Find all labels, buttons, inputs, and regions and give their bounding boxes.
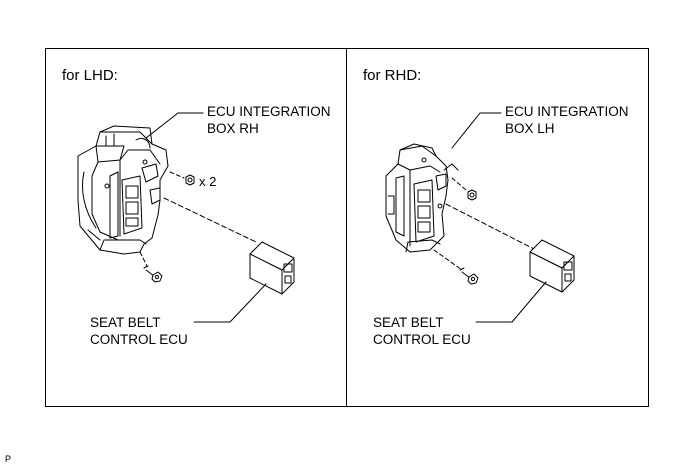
rhd-ecu-dashline [445, 203, 537, 251]
rhd-box-leader [451, 112, 502, 149]
rhd-ecu-label-line2: CONTROL ECU [373, 332, 471, 347]
lhd-box-label: ECU INTEGRATION BOX RH [207, 103, 331, 137]
diagram-frame [45, 48, 649, 407]
lhd-ecu-label-line2: CONTROL ECU [90, 332, 188, 347]
lhd-nut-dashline [169, 171, 185, 179]
lhd-seat-belt-ecu [249, 241, 295, 295]
rhd-box-label-line1: ECU INTEGRATION [505, 104, 629, 119]
lhd-ecu-label: SEAT BELT CONTROL ECU [90, 314, 188, 348]
lhd-bolt [143, 265, 163, 283]
lhd-ecu-label-line1: SEAT BELT [90, 315, 161, 330]
rhd-nut [467, 189, 477, 201]
lhd-box-leader [145, 112, 204, 139]
rhd-nut-dashline [451, 177, 467, 191]
lhd-ecu-leader [193, 283, 267, 323]
lhd-nut-quantity: x 2 [199, 174, 217, 189]
figure-code: P [5, 454, 12, 464]
lhd-bolt-dashline [139, 251, 148, 267]
rhd-bolt [459, 267, 479, 285]
rhd-seat-belt-ecu [529, 239, 575, 293]
rhd-integration-box [385, 143, 459, 253]
panel-divider [346, 48, 347, 407]
rhd-ecu-label: SEAT BELT CONTROL ECU [373, 314, 471, 348]
lhd-panel-title: for LHD: [62, 67, 118, 84]
rhd-ecu-label-line1: SEAT BELT [373, 315, 444, 330]
lhd-nut [185, 174, 195, 186]
rhd-bolt-dashline [433, 249, 463, 271]
lhd-ecu-dashline [163, 197, 257, 243]
rhd-ecu-leader [475, 281, 547, 323]
lhd-box-label-line2: BOX RH [207, 121, 259, 136]
rhd-box-label-line2: BOX LH [505, 121, 555, 136]
rhd-box-label: ECU INTEGRATION BOX LH [505, 103, 629, 137]
lhd-box-label-line1: ECU INTEGRATION [207, 104, 331, 119]
lhd-integration-box [77, 125, 169, 255]
rhd-panel-title: for RHD: [363, 67, 422, 84]
